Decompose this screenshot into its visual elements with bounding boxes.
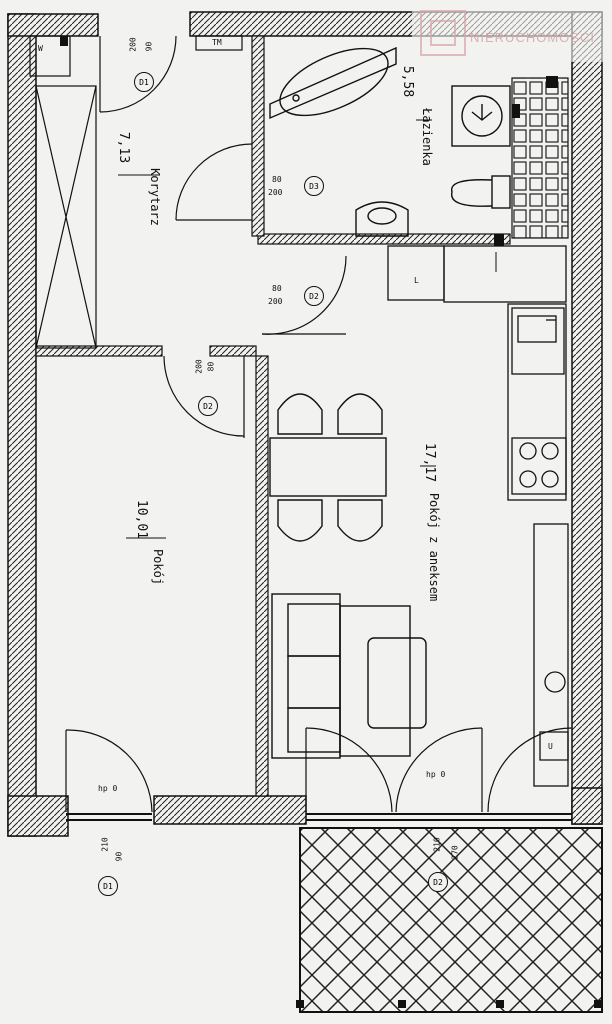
coffee-table (367, 637, 427, 729)
lazienka-name: Łazienka (419, 108, 434, 166)
wall-bottom-right (571, 787, 603, 825)
kitchen-counter (387, 245, 569, 787)
pokoj-name: Pokój (151, 548, 166, 586)
tm-cabinet (195, 35, 243, 51)
shaft (511, 77, 569, 239)
balcony (299, 827, 603, 1013)
door-tag-d2-bottom: D2 (428, 872, 448, 892)
wall-bath-bottom (257, 233, 511, 245)
door-tag-d2-left: D2 (198, 396, 218, 416)
d2-bottom-width: 270 (450, 845, 460, 860)
wall-korytarz-pokoj (35, 345, 163, 357)
d2-bottom-hp: hp 0 (426, 770, 446, 779)
wall-vertical-lower (255, 355, 269, 797)
toilet (451, 175, 511, 209)
cooktop (511, 437, 567, 495)
dining-set (269, 393, 387, 542)
sink (511, 307, 565, 375)
d2-left-height: 200 (194, 359, 204, 374)
d1-top-height: 200 (128, 37, 138, 52)
door-swings (65, 35, 573, 813)
bathtub (269, 46, 397, 120)
wall-top-left (7, 13, 99, 37)
d1-bottom-height: 210 (100, 837, 110, 852)
d3-width: 80 (272, 175, 282, 184)
d1-bottom-hp: hp 0 (98, 784, 118, 793)
watermark-name: NIERUCHOMOŚCI (470, 30, 595, 45)
korytarz-area: 7,13 (116, 131, 132, 164)
korytarz-name: Korytarz (147, 168, 162, 226)
watermark-logo: NIERUCHOMOŚCI (412, 0, 612, 62)
wall-right (571, 11, 603, 825)
wardrobe (35, 85, 97, 349)
door-tag-d2-mid: D2 (304, 286, 324, 306)
door-tag-d1-bottom: D1 (98, 876, 118, 896)
d1-bottom-width: 90 (114, 851, 124, 862)
door-tag-d3: D3 (304, 176, 324, 196)
tm-symbol: TM (212, 38, 222, 47)
washbasin (355, 201, 409, 237)
u-symbol: U (548, 742, 553, 751)
wall-left (7, 13, 37, 837)
interior-walls (35, 35, 511, 797)
d3-height: 200 (268, 188, 283, 197)
d1-top-width: 90 (144, 41, 154, 52)
d2-mid-height: 200 (268, 297, 283, 306)
w-cabinet (29, 35, 71, 77)
lazienka-area: 5,58 (400, 65, 416, 98)
door-tag-d1-top: D1 (134, 72, 154, 92)
w-symbol: W (38, 44, 43, 53)
pokoj-area: 10,01 (134, 499, 150, 540)
pokoj-aneks-area: 17,17 (422, 442, 438, 483)
wall-bottom-left (7, 795, 69, 837)
pokoj-aneks-name: Pokój z aneksem (427, 492, 442, 602)
fridge (533, 523, 569, 787)
sofa (271, 593, 427, 759)
wall-bottom-mid (153, 795, 307, 825)
d2-left-width: 80 (206, 361, 216, 372)
d2-mid-width: 80 (272, 284, 282, 293)
wall-vertical-center (251, 35, 265, 237)
d2-bottom-height: 210 (432, 837, 442, 852)
washing-machine (451, 85, 511, 147)
logo-mark-icon (420, 10, 466, 56)
l-symbol: L (414, 276, 419, 285)
